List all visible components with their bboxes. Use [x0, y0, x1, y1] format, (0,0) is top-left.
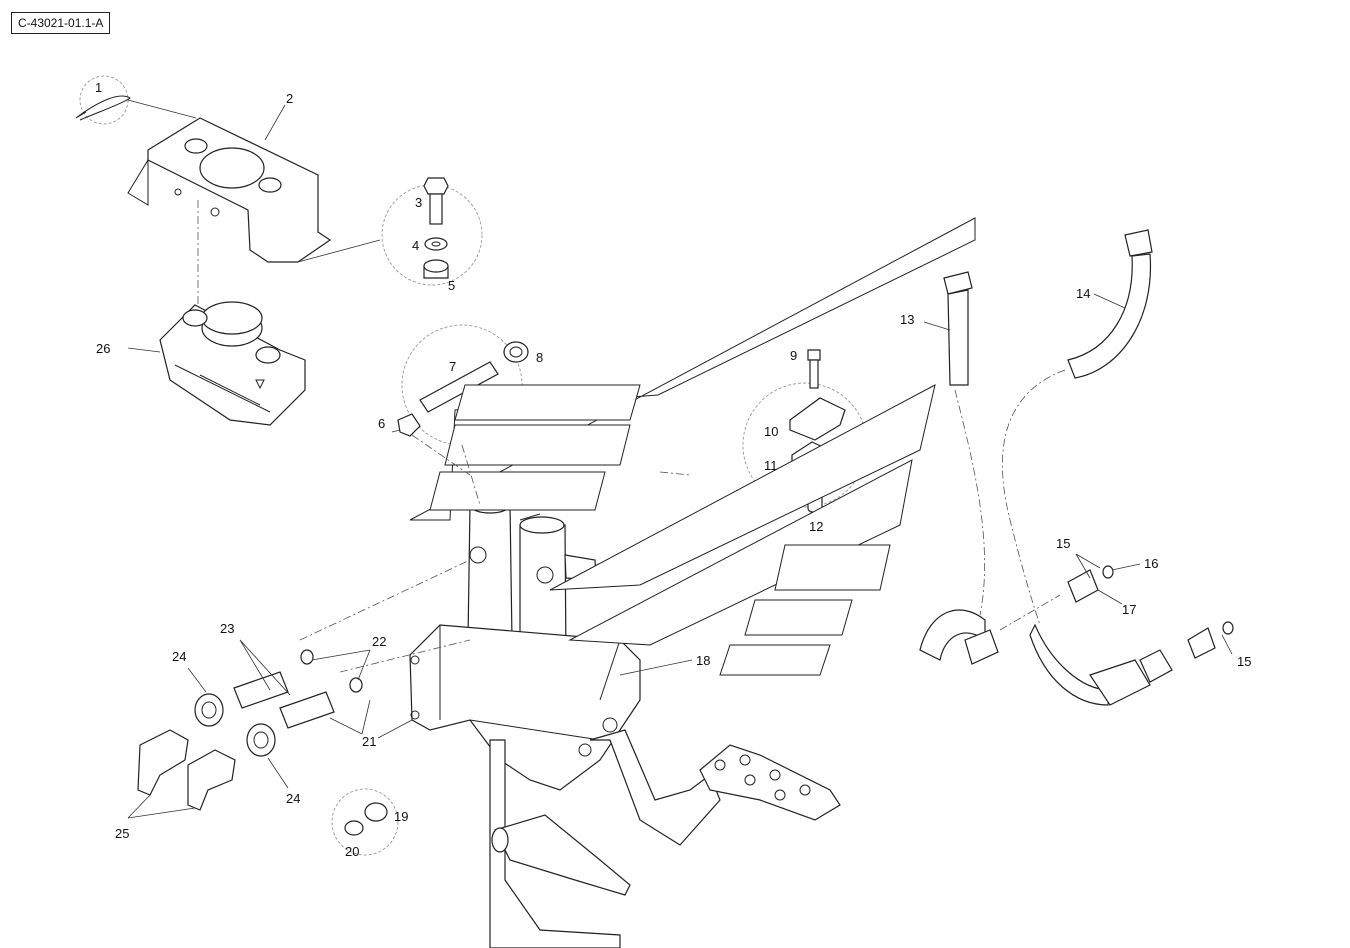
callout-9: 9: [790, 348, 797, 363]
decal-plates: [409, 217, 976, 676]
callout-6: 6: [378, 416, 385, 431]
callout-2: 2: [286, 91, 293, 106]
callout-24-top: 24: [172, 649, 186, 664]
callout-22: 22: [372, 634, 386, 649]
callout-19: 19: [394, 809, 408, 824]
callout-3: 3: [415, 195, 422, 210]
nut-washer-group: [331, 788, 399, 856]
callout-21: 21: [362, 734, 376, 749]
callout-15-top: 15: [1056, 536, 1070, 551]
pedal-bracket: [409, 624, 641, 791]
callout-labels: 1 2 3 4 5 6 7 8 9 10 11 12 13 14 15 15 1…: [95, 80, 1251, 859]
leader-lines: [127, 99, 1233, 819]
callout-25: 25: [115, 826, 129, 841]
bolt-washer-nut-group: [381, 177, 483, 286]
reservoir-bracket: [127, 117, 332, 263]
callout-12: 12: [809, 519, 823, 534]
brake-pedal-right: [589, 729, 841, 846]
callout-1: 1: [95, 80, 102, 95]
callout-10: 10: [764, 424, 778, 439]
callout-14: 14: [1076, 286, 1090, 301]
brake-pedal-left: [489, 739, 631, 948]
callout-13: 13: [900, 312, 914, 327]
callout-18: 18: [696, 653, 710, 668]
callout-15-right: 15: [1237, 654, 1251, 669]
callout-7: 7: [449, 359, 456, 374]
callout-11: 11: [764, 458, 778, 473]
callout-16: 16: [1144, 556, 1158, 571]
brake-hoses: [919, 229, 1234, 706]
callout-20: 20: [345, 844, 359, 859]
callout-17: 17: [1122, 602, 1136, 617]
callout-4: 4: [412, 238, 419, 253]
callout-24-bottom: 24: [286, 791, 300, 806]
callout-23: 23: [220, 621, 234, 636]
assembly-lines: [197, 200, 1066, 673]
drawing-reference-label: C-43021-01.1-A: [11, 12, 111, 34]
callout-8: 8: [536, 350, 543, 365]
callout-5: 5: [448, 278, 455, 293]
hair-pin-clip: [75, 75, 131, 125]
fluid-reservoir: [159, 301, 306, 426]
left-fittings: [137, 649, 363, 811]
callout-26: 26: [96, 341, 110, 356]
